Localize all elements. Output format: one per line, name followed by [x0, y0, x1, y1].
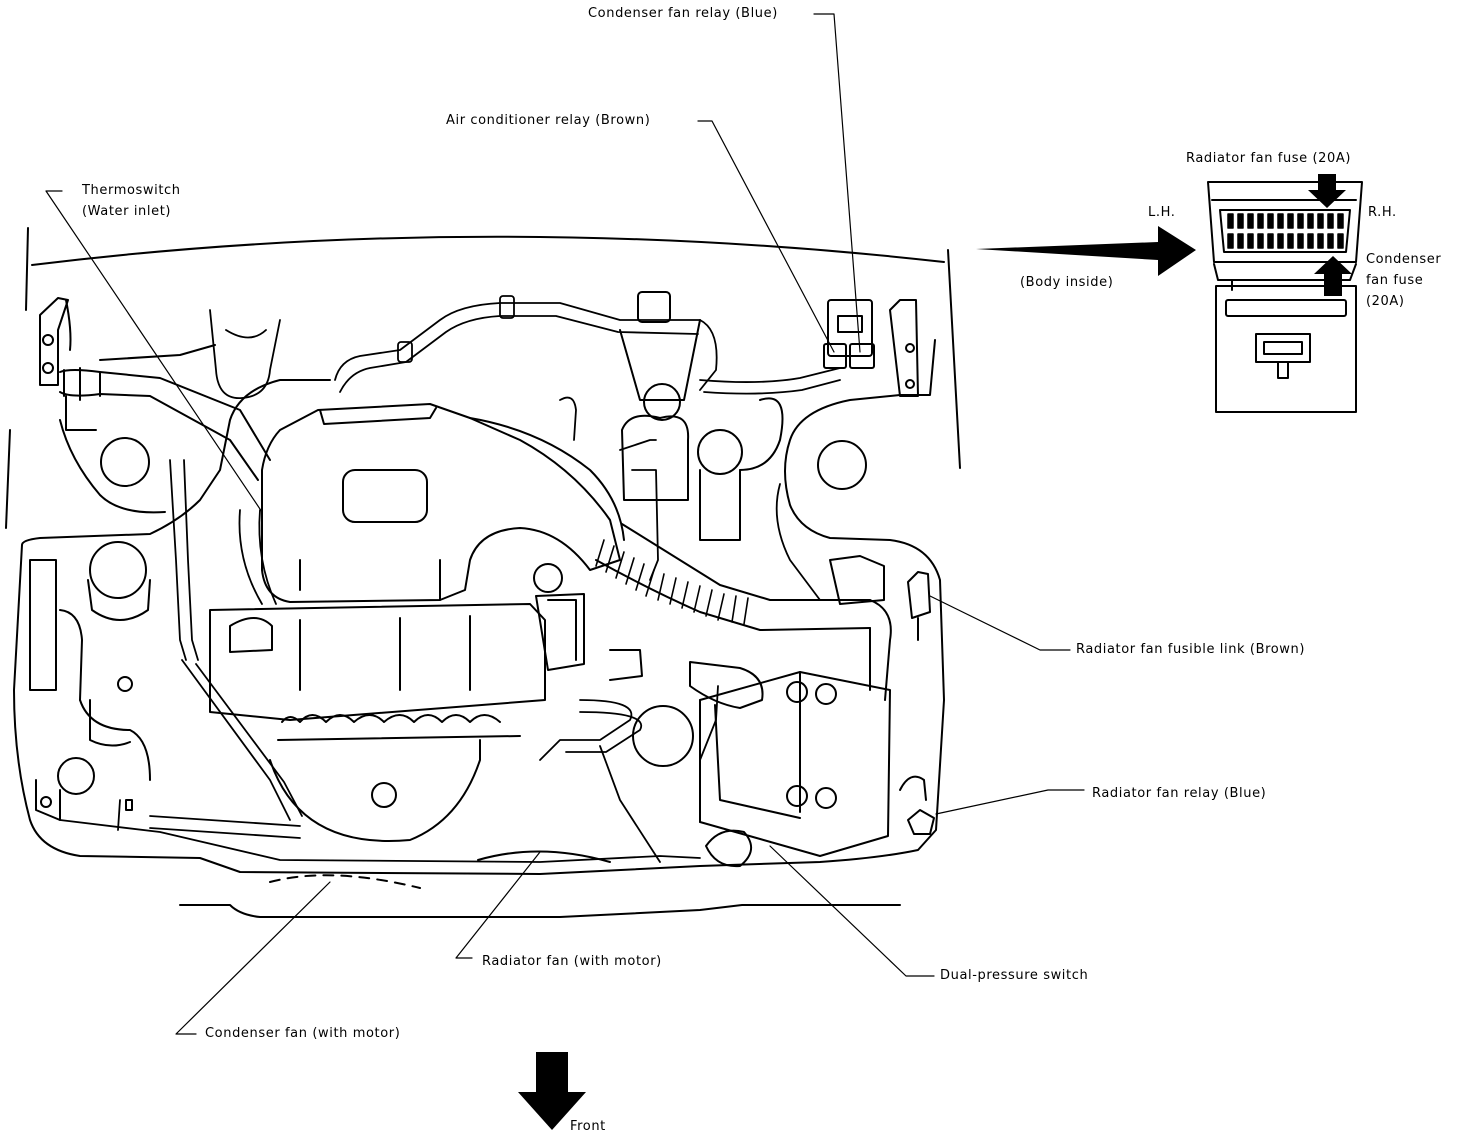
- rh-label: R.H.: [1368, 205, 1397, 220]
- relay-block: [823, 299, 919, 397]
- fuse-box-inset: [1207, 181, 1363, 413]
- condenser-fan-relay-label: Condenser fan relay (Blue): [588, 6, 778, 21]
- dual-pressure-switch-label: Dual-pressure switch: [940, 968, 1089, 983]
- radiator-fan-fuse-label: Radiator fan fuse (20A): [1186, 151, 1352, 166]
- intake-hose: [595, 523, 892, 701]
- thermoswitch-label: Thermoswitch: [82, 183, 181, 198]
- radiator-fan-label: Radiator fan (with motor): [482, 954, 662, 969]
- front-arrow-icon: [518, 1052, 586, 1130]
- dual-pressure-part: [705, 829, 752, 868]
- body-inside-arrow-icon: [976, 226, 1196, 276]
- fan-outlines: [269, 850, 611, 889]
- condenser-fuse-label-2: fan fuse: [1366, 273, 1424, 288]
- left-side-components: [29, 541, 151, 821]
- hood-outline: [5, 227, 961, 529]
- brake-master-cylinder: [619, 291, 784, 541]
- air-cleaner-housing: [261, 403, 625, 603]
- condenser-fuse-arrow-icon: [1314, 256, 1352, 296]
- battery: [689, 661, 891, 857]
- fusible-link: [829, 555, 931, 641]
- hoses-and-lines: [59, 295, 841, 863]
- body-inside-label: (Body inside): [1020, 275, 1114, 290]
- radiator-fan-fusible-link-label: Radiator fan fusible link (Brown): [1076, 642, 1306, 657]
- thermoswitch-sublabel: (Water inlet): [82, 204, 172, 219]
- air-conditioner-relay-label: Air conditioner relay (Brown): [446, 113, 651, 128]
- lh-label: L.H.: [1148, 205, 1176, 220]
- front-label: Front: [570, 1119, 606, 1134]
- left-strut-bracket: [39, 297, 271, 481]
- radiator-relay-part: [899, 775, 935, 835]
- condenser-fuse-label-1: Condenser: [1366, 252, 1442, 267]
- condenser-fuse-label-3: (20A): [1366, 294, 1405, 309]
- direction-arrows: [518, 174, 1352, 1130]
- condenser-fan-label: Condenser fan (with motor): [205, 1026, 401, 1041]
- leader-lines: [45, 13, 1085, 1035]
- radiator-fan-relay-label: Radiator fan relay (Blue): [1092, 786, 1267, 801]
- radiator-fuse-arrow-icon: [1308, 174, 1346, 208]
- engine-block: [209, 563, 694, 842]
